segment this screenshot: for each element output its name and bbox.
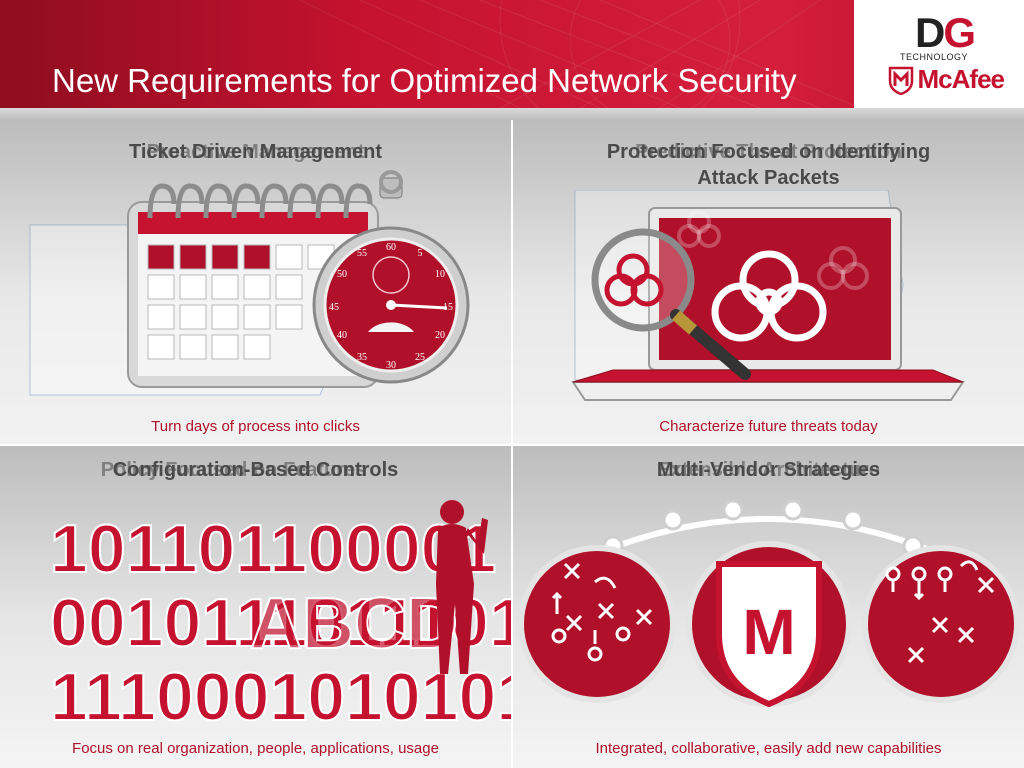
panel-proactive-management: Ticket Driven Management Proactive Manag… <box>0 120 511 444</box>
logo-area: DG TECHNOLOGY McAfee <box>854 0 1024 108</box>
svg-text:20: 20 <box>435 330 445 341</box>
panel-caption: Turn days of process into clicks <box>151 418 360 435</box>
binary-row-2: 0010111011101 <box>50 585 511 661</box>
header-banner <box>0 0 1024 108</box>
calendar-and-stopwatch-icon: 60 5 10 15 20 25 30 35 40 45 50 55 <box>29 170 470 396</box>
mcafee-shield-icon <box>888 66 913 95</box>
three-connected-discs-icon: M <box>518 499 1020 708</box>
panel-predictive-threat-protection: Protection Focused on Identifying Attack… <box>513 120 1024 444</box>
svg-text:25: 25 <box>415 352 425 363</box>
panel-title-secondary: Predictive Threat Protection <box>635 141 902 163</box>
svg-text:40: 40 <box>337 330 347 341</box>
svg-text:30: 30 <box>386 360 396 371</box>
panel-extensible-architecture: Multi-Vendor Strategies Extensible Archi… <box>513 446 1024 768</box>
center-logo-letter: M <box>742 596 795 668</box>
svg-text:55: 55 <box>357 248 367 259</box>
svg-text:10: 10 <box>435 269 445 280</box>
panel-caption: Characterize future threats today <box>659 418 878 435</box>
overlay-letters: ABCD <box>250 584 458 664</box>
svg-text:50: 50 <box>337 269 347 280</box>
panel-title-secondary: Proactive Management <box>146 141 365 163</box>
panel-title-primary: Ticket Driven Management <box>128 141 383 163</box>
svg-text:15: 15 <box>443 302 453 313</box>
mcafee-wordmark: McAfee <box>917 64 1005 94</box>
laptop-biohazard-magnifier-icon <box>571 190 965 401</box>
binary-and-person-icon: 101101100001 0010111011101 1110001010101… <box>49 500 511 736</box>
panel-title-primary: Configuration-Based Controls <box>112 459 399 481</box>
panel-title-primary-line2: Attack Packets <box>697 167 840 189</box>
svg-text:35: 35 <box>357 352 367 363</box>
dg-logo: DG <box>914 9 976 56</box>
binary-row-3: 1110001010101 <box>50 659 511 735</box>
panel-title-secondary: Policy Focused on Features <box>100 459 367 481</box>
panel-title-primary-line1: Protection Focused on Identifying <box>606 141 931 163</box>
svg-text:60: 60 <box>386 242 396 253</box>
panel-policy-based-controls: Configuration-Based Controls Policy Focu… <box>0 446 511 768</box>
panel-title-primary: Multi-Vendor Strategies <box>656 459 881 481</box>
page-title: New Requirements for Optimized Network S… <box>52 62 797 99</box>
slide-header: New Requirements for Optimized Network S… <box>0 0 1024 120</box>
mcafee-logo: McAfee <box>888 64 1005 95</box>
panel-caption: Integrated, collaborative, easily add ne… <box>595 740 942 757</box>
panel-title-secondary: Extensible Architecture <box>657 459 880 481</box>
svg-text:45: 45 <box>329 302 339 313</box>
svg-text:5: 5 <box>418 248 423 259</box>
panel-caption: Focus on real organization, people, appl… <box>72 740 439 757</box>
binary-row-1: 101101100001 <box>50 511 496 587</box>
dg-logo-subtitle: TECHNOLOGY <box>899 52 968 62</box>
header-divider <box>0 108 1024 120</box>
